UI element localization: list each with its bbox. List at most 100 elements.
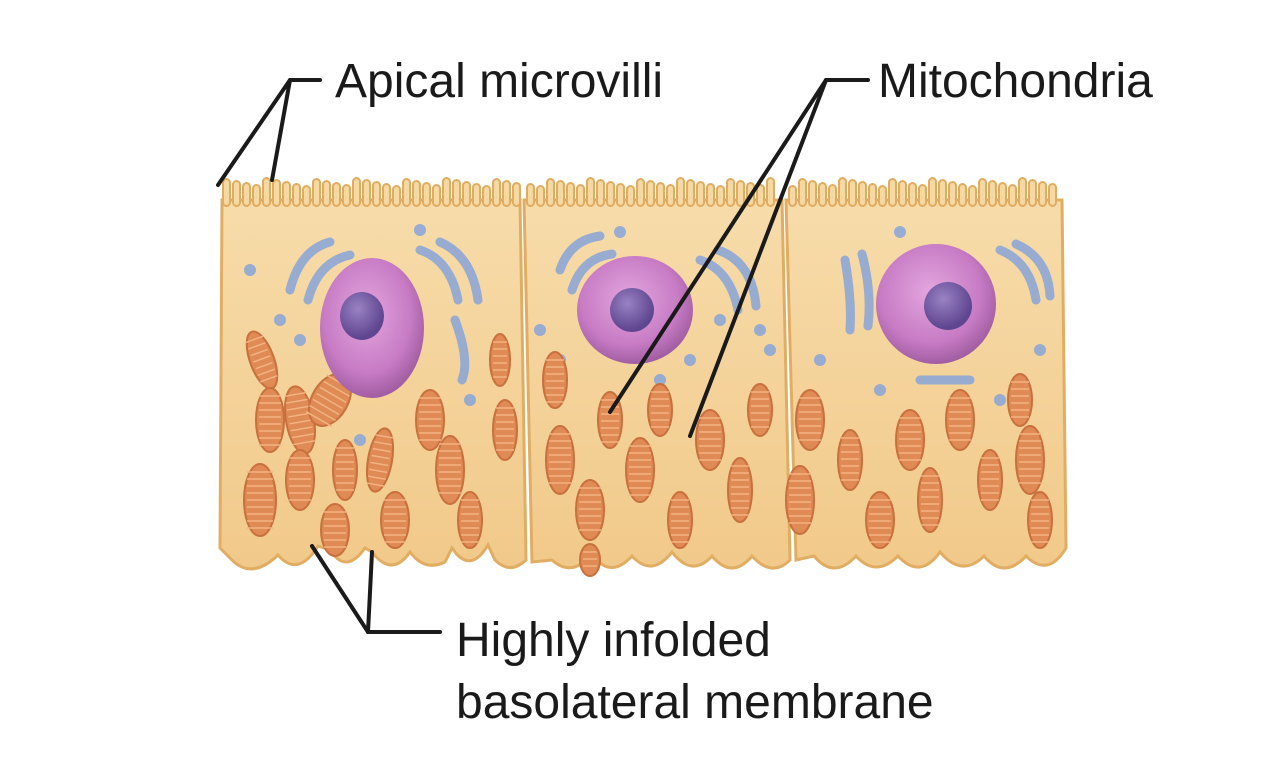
- microvillus-icon: [978, 178, 987, 207]
- microvillus-icon: [798, 178, 807, 207]
- mitochondrion-icon: [945, 389, 975, 451]
- microvillus-icon: [948, 181, 957, 207]
- microvillus-icon: [566, 182, 575, 207]
- microvillus-icon: [726, 178, 735, 207]
- microvillus-icon: [492, 178, 501, 207]
- microvillus-icon: [736, 180, 745, 207]
- microvillus-icon: [432, 184, 441, 207]
- er-vesicle-icon: [534, 324, 546, 336]
- mitochondrion-icon: [365, 427, 395, 493]
- mitochondrion-icon: [332, 439, 358, 501]
- leader-apical-2: [270, 78, 292, 182]
- mitochondria-group: [243, 330, 1053, 577]
- microvillus-icon: [502, 180, 511, 207]
- microvillus-icon: [938, 179, 947, 207]
- er-vesicle-icon: [764, 344, 776, 356]
- microvillus-icon: [536, 185, 545, 207]
- mitochondrion-icon: [492, 399, 518, 461]
- microvillus-icon: [596, 179, 605, 207]
- microvillus-icon: [362, 179, 371, 207]
- microvillus-icon: [616, 183, 625, 207]
- microvillus-icon: [332, 182, 341, 207]
- mitochondrion-icon: [542, 351, 568, 409]
- microvillus-icon: [392, 185, 401, 207]
- microvillus-icon: [716, 185, 725, 207]
- microvillus-icon: [888, 178, 897, 207]
- mitochondrion-icon: [305, 373, 354, 428]
- microvillus-icon: [242, 182, 251, 207]
- microvillus-icon: [918, 184, 927, 207]
- microvillus-icon: [442, 177, 451, 207]
- microvillus-icon: [1048, 183, 1057, 207]
- microvillus-icon: [1038, 181, 1047, 207]
- er-vesicle-icon: [754, 324, 766, 336]
- microvillus-icon: [556, 180, 565, 207]
- microvillus-icon: [818, 182, 827, 207]
- microvillus-icon: [998, 182, 1007, 207]
- microvillus-icon: [576, 184, 585, 207]
- mitochondrion-icon: [647, 383, 673, 437]
- nucleolus-icon: [340, 292, 384, 340]
- mitochondrion-icon: [1027, 491, 1053, 549]
- microvillus-icon: [352, 177, 361, 207]
- mitochondrion-icon: [625, 437, 655, 503]
- mitochondrion-icon: [667, 491, 693, 549]
- er-vesicle-icon: [894, 226, 906, 238]
- er-vesicle-icon: [464, 394, 476, 406]
- mitochondrion-icon: [895, 409, 925, 471]
- microvillus-icon: [452, 179, 461, 207]
- mitochondrion-icon: [415, 389, 445, 451]
- label-basolateral-membrane: Highly infolded basolateral membrane: [456, 610, 934, 734]
- microvillus-icon: [272, 179, 281, 207]
- microvillus-icon: [412, 180, 421, 207]
- mitochondrion-icon: [747, 383, 773, 437]
- leader-basal-2: [366, 550, 374, 634]
- microvillus-icon: [636, 178, 645, 207]
- microvillus-icon: [958, 183, 967, 207]
- leader-lines: [216, 78, 870, 634]
- microvilli-row: [222, 177, 1057, 207]
- er-vesicle-icon: [814, 354, 826, 366]
- microvillus-icon: [512, 182, 521, 207]
- microvillus-icon: [656, 182, 665, 207]
- microvillus-icon: [252, 184, 261, 207]
- mitochondrion-icon: [243, 463, 277, 537]
- mitochondrion-icon: [727, 457, 753, 523]
- microvillus-icon: [282, 181, 291, 207]
- microvillus-icon: [878, 185, 887, 207]
- microvillus-icon: [988, 180, 997, 207]
- label-basolateral-line2: basolateral membrane: [456, 676, 934, 729]
- mitochondrion-icon: [575, 479, 605, 541]
- mitochondrion-icon: [245, 330, 279, 390]
- mitochondrion-icon: [1015, 425, 1045, 495]
- mitochondrion-icon: [545, 425, 575, 495]
- mitochondrion-icon: [795, 389, 825, 451]
- mitochondrion-icon: [285, 449, 315, 511]
- microvillus-icon: [788, 185, 797, 207]
- mitochondrion-icon: [695, 409, 725, 471]
- er-vesicle-icon: [294, 334, 306, 346]
- microvillus-icon: [472, 183, 481, 207]
- mitochondrion-icon: [457, 491, 483, 549]
- microvillus-icon: [586, 177, 595, 207]
- label-basolateral-line1: Highly infolded: [456, 614, 771, 667]
- microvillus-icon: [666, 184, 675, 207]
- er-vesicle-icon: [274, 314, 286, 326]
- microvillus-icon: [676, 177, 685, 207]
- microvillus-icon: [828, 184, 837, 207]
- mitochondrion-icon: [865, 491, 895, 549]
- mitochondrion-icon: [489, 333, 511, 387]
- microvillus-icon: [928, 177, 937, 207]
- microvillus-icon: [808, 180, 817, 207]
- mitochondrion-icon: [255, 387, 285, 453]
- mitochondrion-icon: [917, 467, 943, 533]
- er-vesicle-icon: [654, 374, 666, 386]
- microvillus-icon: [706, 183, 715, 207]
- microvillus-icon: [626, 185, 635, 207]
- microvillus-icon: [898, 180, 907, 207]
- nucleolus-icon: [924, 282, 972, 330]
- er-vesicle-icon: [354, 434, 366, 446]
- leader-mito-2: [688, 78, 828, 438]
- microvillus-icon: [262, 177, 271, 207]
